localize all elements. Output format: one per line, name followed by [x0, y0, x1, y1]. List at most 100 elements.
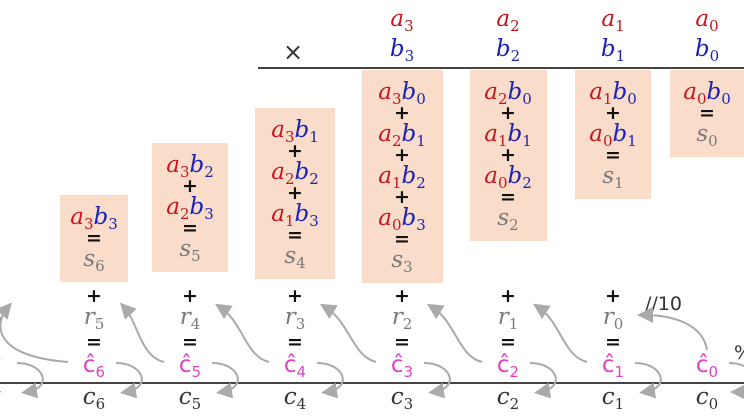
b-symbol: b0 [401, 79, 426, 108]
carry-symbol-index: 4 [190, 315, 201, 333]
multiplier-digit: b0 [695, 38, 719, 64]
sum-symbol: s6 [83, 248, 104, 274]
sum-symbol-letter: s [179, 236, 192, 262]
a-symbol: a1 [601, 6, 625, 35]
mod-arrow [423, 362, 451, 399]
b-symbol: b3 [294, 201, 319, 230]
sum-symbol-letter: s [497, 205, 510, 231]
a-symbol: a1 [271, 201, 295, 230]
a-symbol: a0 [695, 6, 718, 34]
a-index: 3 [284, 128, 295, 146]
carry-symbol: r1 [497, 304, 519, 332]
b-symbol: b1 [507, 121, 532, 150]
equals-sign: = [500, 331, 516, 353]
equals-sign: = [287, 224, 303, 246]
chat-symbol-index: 6 [95, 363, 106, 381]
mod-label: % [734, 342, 744, 364]
multiplier-digit: b3 [389, 36, 415, 65]
carry-symbol-index: 3 [295, 315, 306, 333]
b-index: 1 [627, 132, 637, 150]
b-symbol: b3 [93, 204, 118, 233]
product-term: a3b3 [70, 204, 118, 233]
sum-symbol-index: 3 [403, 258, 413, 276]
b-symbol: b1 [600, 36, 625, 64]
b-symbol-letter: b [495, 36, 511, 62]
plus-sign: + [394, 144, 410, 166]
carry-symbol: r4 [180, 304, 201, 333]
product-term: a3b2 [166, 154, 214, 180]
result-digit: c0 [696, 386, 718, 412]
sum-symbol: s1 [602, 165, 623, 191]
b-symbol: b0 [706, 79, 731, 108]
chat-symbol-letter: ĉ [496, 352, 510, 378]
carry-arrow [637, 307, 708, 351]
a-symbol-letter: a [496, 6, 511, 32]
product-term: a1b3 [271, 201, 319, 230]
product-term: a1b2 [378, 165, 426, 191]
product-term: a0b1 [589, 123, 637, 149]
plus-sign: + [500, 285, 516, 307]
carry-symbol-letter: r [497, 304, 509, 330]
equals-sign: = [605, 331, 621, 353]
product-term: a3b1 [271, 119, 319, 145]
product-term: a2b1 [378, 123, 426, 149]
carry-term: r4 [180, 304, 201, 333]
a-index: 0 [391, 216, 402, 234]
b-symbol-letter: b [389, 36, 405, 62]
equals-sign: = [182, 331, 198, 353]
a-symbol-index: 1 [615, 17, 625, 35]
result-rule [0, 382, 744, 384]
b-index: 3 [204, 205, 214, 223]
b-symbol: b3 [389, 36, 415, 65]
plus-sign: + [86, 285, 102, 307]
a-symbol: a2 [496, 6, 519, 34]
result-digit-partial: 7 [0, 386, 2, 409]
sum-symbol-index: 5 [191, 247, 201, 265]
plus-sign: + [605, 102, 621, 124]
b-symbol-index: 2 [510, 47, 521, 65]
b-symbol: b0 [507, 79, 532, 108]
a-symbol: a2 [166, 194, 190, 223]
partial-sum-box: a3b2+a2b3=s5 [152, 143, 228, 272]
mod-arrow [316, 362, 344, 399]
column-sum-term: ĉ5 [179, 354, 201, 380]
multiplier-digit: b2 [495, 36, 521, 65]
carry-term: r2 [392, 304, 413, 332]
chat-symbol-index: 4 [296, 363, 307, 381]
b-symbol-index: 3 [404, 47, 415, 65]
chat-symbol: ĉ1 [602, 352, 625, 381]
a-symbol: a1 [484, 121, 508, 150]
sum-symbol-index: 4 [296, 254, 306, 272]
column-sum-term: ĉ3 [391, 354, 413, 380]
chat-symbol-letter: ĉ [283, 352, 297, 378]
plus-sign: + [182, 175, 198, 197]
result-digit: c3 [391, 386, 413, 412]
digit-symbol-letter: c [82, 384, 96, 410]
plus-sign: + [287, 140, 303, 162]
multiply-sign: × [283, 38, 304, 66]
partial-sum-box: a0b0=s0 [670, 70, 744, 157]
a-index: 1 [602, 90, 613, 108]
chat-symbol-letter: ĉ [82, 352, 96, 378]
chat-symbol: ĉ2 [496, 352, 519, 380]
sum-symbol-index: 0 [708, 132, 718, 150]
a-index: 0 [497, 174, 508, 192]
carry-symbol: r2 [392, 304, 413, 332]
b-symbol: b3 [401, 205, 426, 234]
b-index: 2 [416, 174, 426, 192]
multiplicand-digit: a1 [601, 6, 625, 35]
sum-symbol: s0 [696, 123, 717, 149]
mod-arrow [211, 362, 239, 399]
carry-term: r5 [84, 306, 105, 332]
sum-symbol-letter: s [391, 247, 404, 273]
b-symbol: b2 [495, 36, 521, 65]
carry-symbol-letter: r [284, 304, 296, 330]
mod-arrow [115, 362, 143, 399]
a-symbol: a0 [683, 79, 707, 108]
product-term: a1b0 [589, 81, 637, 107]
chat-symbol-index: 1 [614, 363, 625, 381]
multiplier-digit: b1 [600, 36, 625, 64]
carry-symbol-index: 0 [613, 315, 624, 333]
b-symbol-letter: b [600, 36, 616, 62]
